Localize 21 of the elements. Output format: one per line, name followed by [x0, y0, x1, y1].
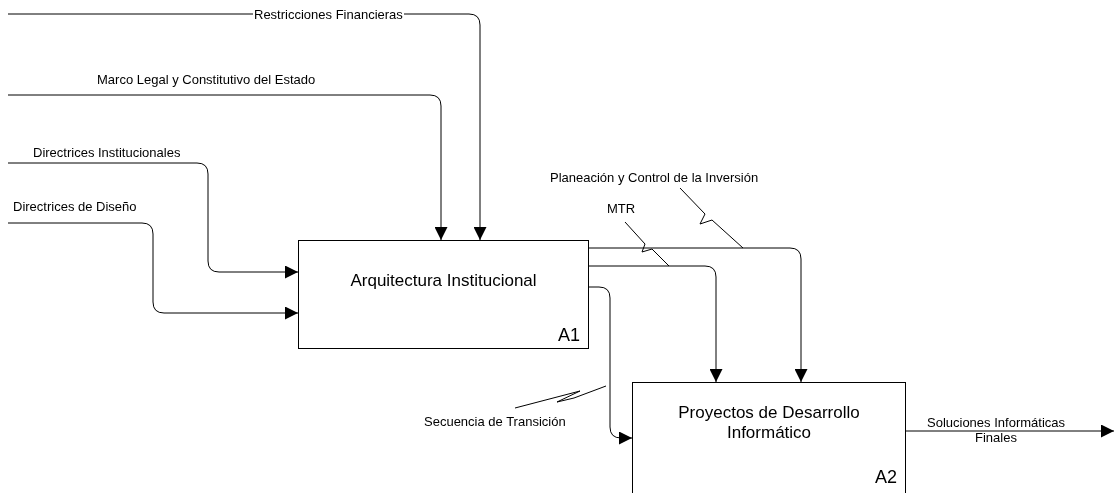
activity-box [298, 240, 589, 349]
node-number: A2 [874, 467, 897, 488]
arrow [7, 222, 299, 320]
arrow [7, 162, 299, 279]
edge-label: Planeación y Control de la Inversión [549, 170, 760, 185]
activity-box [632, 382, 906, 493]
edge-label: Marco Legal y Constitutivo del Estado [96, 72, 317, 87]
edge-label: MTR [606, 201, 637, 216]
edge-label: Secuencia de Transición [423, 414, 567, 429]
arrow [588, 265, 723, 383]
edge-label: Directrices de Diseño [12, 199, 138, 214]
edge-label: Restricciones Financieras [253, 7, 404, 22]
activity-name: Proyectos de Desarrollo Informático [677, 403, 861, 443]
node-number: A1 [557, 325, 580, 346]
arrow [7, 94, 448, 241]
activity-name: Arquitectura Institucional [349, 271, 538, 291]
edge-label: Soluciones Informáticas Finales [926, 415, 1066, 445]
arrow [588, 247, 808, 383]
arrow [905, 424, 1114, 438]
edge-label: Directrices Institucionales [32, 145, 182, 160]
arrow [588, 286, 633, 445]
